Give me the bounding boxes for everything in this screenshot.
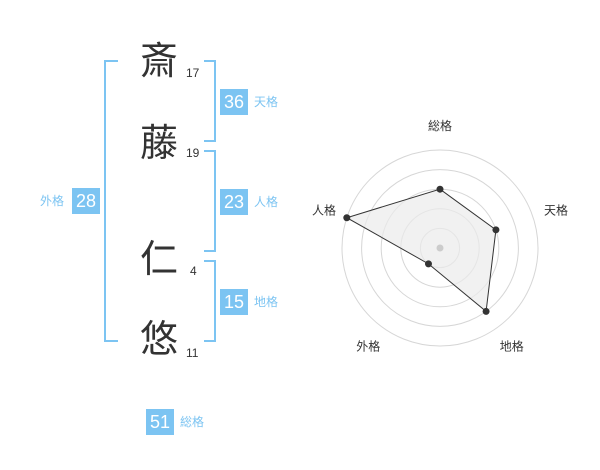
tenkaku-label: 天格 bbox=[254, 95, 279, 109]
radar-point-1 bbox=[492, 226, 500, 234]
radar-ring-5 bbox=[341, 149, 539, 347]
radar-axis-label-4: 人格 bbox=[312, 202, 336, 217]
soukaku-value: 51 bbox=[146, 409, 174, 435]
name-char-3: 仁 bbox=[140, 237, 179, 281]
radar-point-2 bbox=[482, 307, 490, 315]
radar-point-0 bbox=[436, 185, 444, 193]
gaikaku-value: 28 bbox=[72, 188, 100, 214]
radar-axis-label-2: 地格 bbox=[500, 339, 524, 354]
chikaku-value: 15 bbox=[220, 289, 248, 315]
stroke-count-2: 19 bbox=[186, 146, 200, 160]
name-char-2: 藤 bbox=[140, 121, 179, 165]
stroke-count-3: 4 bbox=[190, 264, 197, 278]
radar-area bbox=[345, 188, 497, 313]
radar-point-4 bbox=[343, 214, 351, 222]
radar-center-dot bbox=[436, 244, 444, 252]
radar-ring-4 bbox=[361, 169, 519, 327]
name-char-4: 悠 bbox=[140, 317, 179, 361]
jinkaku-value: 23 bbox=[220, 189, 248, 215]
name-char-1: 斎 bbox=[140, 39, 179, 83]
radar-point-3 bbox=[424, 260, 432, 268]
tenkaku-bracket bbox=[204, 60, 216, 142]
tenkaku-value: 36 bbox=[220, 89, 248, 115]
jinkaku-label: 人格 bbox=[254, 195, 279, 209]
stroke-count-4: 11 bbox=[186, 346, 199, 360]
stroke-count-1: 17 bbox=[186, 66, 200, 80]
chikaku-bracket bbox=[204, 260, 216, 342]
radar-axis-label-3: 外格 bbox=[356, 339, 380, 354]
radar-points bbox=[343, 185, 500, 315]
radar-axis-label-0: 総格 bbox=[428, 118, 452, 133]
soukaku-label: 総格 bbox=[180, 415, 205, 429]
radar-axis-label-1: 天格 bbox=[544, 202, 568, 217]
jinkaku-bracket bbox=[204, 150, 216, 252]
gaikaku-label: 外格 bbox=[40, 194, 65, 208]
gaikaku-bracket bbox=[104, 60, 118, 342]
chikaku-label: 地格 bbox=[254, 295, 279, 309]
